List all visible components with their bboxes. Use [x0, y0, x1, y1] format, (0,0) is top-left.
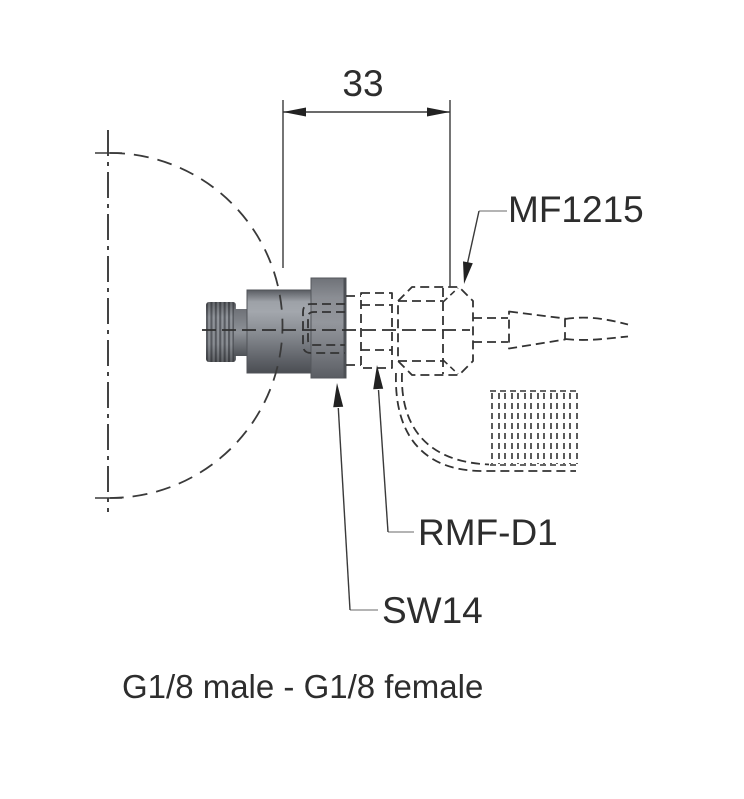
mounting-wall	[95, 130, 284, 512]
dim-arrow-left	[283, 107, 306, 117]
label-sw14-group: SW14	[333, 383, 483, 631]
sensor-assembly-dashed	[346, 286, 629, 376]
sw14-arrow	[333, 383, 344, 408]
dimension-value: 33	[342, 63, 383, 104]
hex-nut-edge	[343, 278, 347, 378]
label-sw14: SW14	[382, 590, 483, 631]
male-thread-g18	[206, 302, 236, 362]
fitting-solid	[206, 277, 347, 379]
coil-loops	[491, 393, 578, 464]
hidden-female-thread	[302, 303, 345, 354]
hex-nut	[310, 277, 347, 379]
rmf-d1-arrow	[373, 365, 384, 390]
fitting-body	[246, 289, 312, 374]
coiled-cable	[395, 372, 580, 472]
cable-curve-inner	[401, 372, 490, 466]
wall-arc	[109, 152, 284, 499]
label-rmf-d1: RMF-D1	[418, 512, 558, 553]
mf1215-arrow	[463, 261, 473, 284]
label-mf1215-group: MF1215	[463, 189, 644, 284]
label-rmf-d1-group: RMF-D1	[373, 365, 558, 553]
adapter-stub-dashed	[360, 292, 393, 369]
cable-tail-dashed	[564, 316, 629, 326]
strain-relief-dashed	[508, 310, 566, 350]
caption: G1/8 male - G1/8 female	[122, 668, 483, 705]
sensor-hex-dashed	[397, 286, 474, 376]
thread-neck	[234, 309, 248, 356]
label-mf1215: MF1215	[508, 189, 644, 230]
dim-arrow-right	[427, 107, 450, 117]
cable-curve-outer	[395, 372, 576, 472]
dimension-33: 33	[282, 63, 451, 287]
